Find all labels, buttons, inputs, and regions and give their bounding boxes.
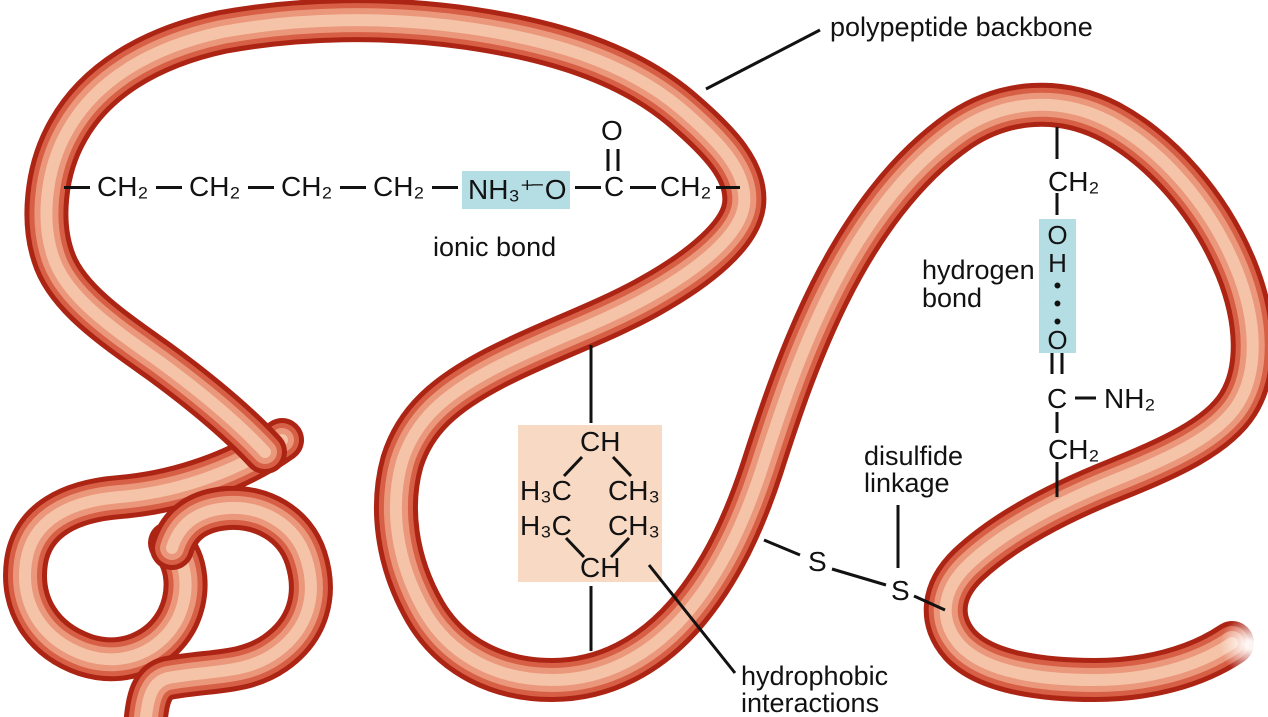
hbond-top-ch2: CH₂ (1048, 166, 1100, 197)
hydrophobic-ch3-2: CH₃ (608, 510, 660, 541)
disulfide-label-line1: disulfide (864, 441, 964, 471)
chain-carbonyl-c: C (604, 171, 625, 202)
ionic-bond-label: ionic bond (433, 232, 557, 262)
ribbon-cut-end-fade (1220, 615, 1268, 675)
chain-bond-dash (156, 186, 182, 189)
pointer-lines (647, 28, 900, 674)
hbond-bottom-ch2: CH₂ (1048, 434, 1100, 465)
chain-bond-dash (248, 186, 274, 189)
hbond-h: H (1048, 248, 1067, 278)
polypeptide-backbone-label: polypeptide backbone (830, 12, 1093, 42)
hydrogen-bond-label-line1: hydrogen (922, 255, 1035, 285)
chain-bond-dash (340, 186, 366, 189)
chain-amine-group: NH₃⁺ (468, 174, 535, 205)
chain-ch2-1: CH₂ (97, 171, 149, 202)
chain-bond-dash (716, 186, 740, 189)
hydrophobic-ch3-1: CH₃ (608, 475, 660, 506)
hbond-nh2: NH₂ (1104, 383, 1156, 414)
chain-ch2-3: CH₂ (281, 171, 333, 202)
hydrophobic-highlight (518, 425, 662, 582)
hydrogen-bond-highlight (1039, 219, 1076, 353)
hydrophobic-h3c-2: H₃C (520, 510, 572, 541)
chain-bond-dash (432, 186, 458, 189)
hbond-dot: • (1053, 291, 1062, 316)
hydrophobic-ch-bottom: CH (580, 552, 621, 583)
disulfide-label-line2: linkage (864, 468, 950, 498)
chain-carbonyl-o: O (601, 115, 623, 146)
hbond-dot: • (1053, 273, 1062, 298)
chain-bond-dash (64, 186, 90, 189)
chain-oxygen-anion: ⁻O (530, 174, 567, 205)
hbond-c: C (1047, 383, 1068, 414)
chain-bond-dash (630, 186, 656, 189)
ionic-bond-highlight (462, 171, 570, 209)
hbond-o-bottom: O (1047, 325, 1068, 355)
bond-lines (562, 127, 1096, 651)
disulfide-s-left: S (808, 546, 827, 577)
ribbon-loop-under (3, 418, 304, 682)
chain-ch2-terminal: CH₂ (660, 171, 712, 202)
hydrophobic-h3c-1: H₃C (520, 475, 572, 506)
ribbon-tail-over (124, 485, 333, 717)
hydrophobic-label-line2: interactions (741, 688, 880, 717)
hbond-o-top: O (1047, 220, 1068, 250)
chain-ch2-4: CH₂ (373, 171, 425, 202)
hydrophobic-ch-top: CH (580, 426, 621, 457)
ribbon-main (24, 0, 1268, 703)
chain-bond-dash (575, 186, 601, 189)
chain-ch2-2: CH₂ (189, 171, 241, 202)
hydrophobic-pointer-line (647, 564, 737, 674)
hydrogen-bond-label-line2: bond (922, 283, 983, 313)
hydrophobic-label-line1: hydrophobic (741, 661, 889, 691)
disulfide-s-right: S (891, 575, 910, 606)
polypeptide-pointer-line (705, 28, 821, 91)
hbond-dot: • (1053, 309, 1062, 334)
